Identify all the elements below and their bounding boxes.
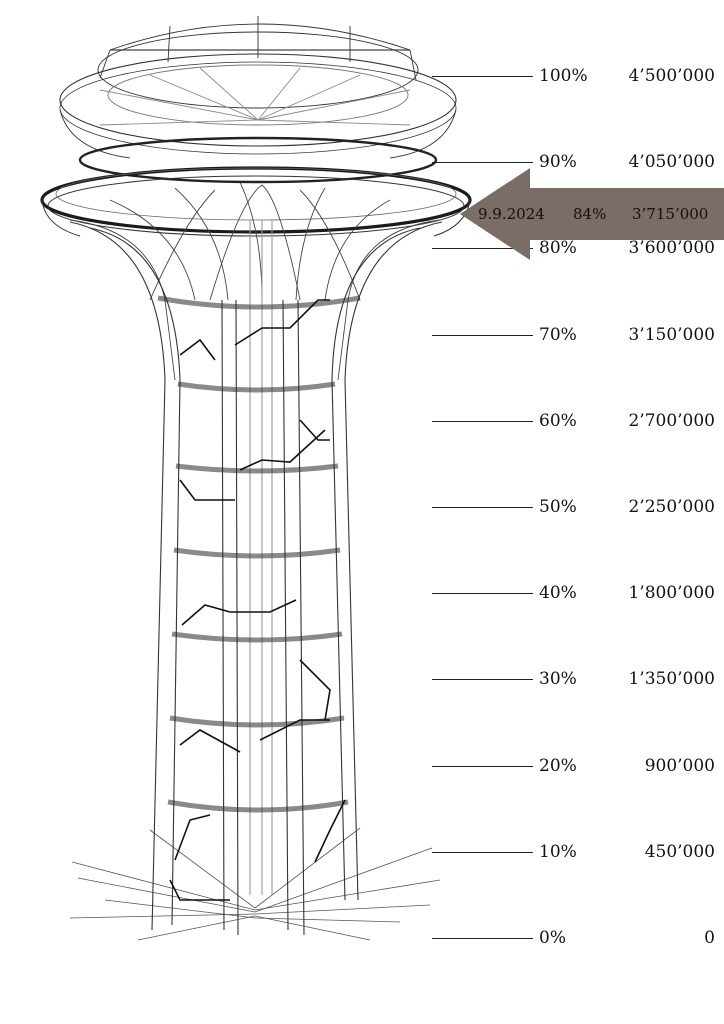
scale-row: 40% 1’800’000	[0, 581, 724, 605]
scale-percent: 70%	[539, 324, 577, 345]
scale-percent: 20%	[539, 755, 577, 776]
scale-row: 30% 1’350’000	[0, 667, 724, 691]
scale-percent: 60%	[539, 410, 577, 431]
scale-row: 70% 3’150’000	[0, 323, 724, 347]
scale-row: 90% 4’050’000	[0, 150, 724, 174]
scale-amount: 0	[704, 928, 715, 948]
scale-tick-line	[432, 248, 533, 250]
scale-row: 10% 450’000	[0, 840, 724, 864]
scale-tick-line	[432, 420, 533, 422]
scale-tick-line	[432, 938, 533, 939]
scale-row: 50% 2’250’000	[0, 495, 724, 519]
scale-percent: 90%	[539, 152, 577, 173]
scale-amount: 450’000	[644, 841, 715, 862]
scale-percent: 80%	[539, 238, 577, 259]
scale-row: 60% 2’700’000	[0, 409, 724, 433]
scale-amount: 4’500’000	[628, 66, 715, 86]
petal-arches	[69, 181, 441, 381]
scale-amount: 1’350’000	[628, 669, 715, 690]
scale-tick-line	[432, 334, 533, 336]
scale-tick-line	[432, 851, 533, 853]
scale-tick-line	[432, 507, 533, 508]
shaft-rings	[157, 295, 361, 813]
scale-percent: 50%	[539, 497, 577, 517]
scale-row: 20% 900’000	[0, 754, 724, 778]
current-amount: 3’715’000	[632, 205, 709, 223]
scale-amount: 3’600’000	[628, 238, 715, 259]
scale-tick-line	[432, 76, 533, 77]
scale-tick-line	[432, 765, 533, 767]
scale-amount: 2’700’000	[628, 410, 715, 431]
scale-amount: 2’250’000	[628, 497, 715, 517]
scale-amount: 4’050’000	[628, 152, 715, 173]
scale-amount: 3’150’000	[628, 324, 715, 345]
top-railing	[97, 16, 419, 109]
current-percent: 84%	[573, 205, 607, 223]
scale-tick-line	[432, 593, 533, 595]
upper-platform	[59, 53, 457, 184]
stairs	[169, 299, 346, 901]
scale-percent: 10%	[539, 841, 577, 862]
scale-percent: 0%	[539, 928, 566, 948]
scale-percent: 40%	[539, 583, 577, 604]
scale-row: 0% 0	[0, 926, 724, 950]
scale-percent: 100%	[539, 66, 588, 86]
scale-tick-line	[432, 679, 533, 681]
scale-percent: 30%	[539, 669, 577, 690]
arrow-shape	[460, 168, 724, 260]
scale-row: 80% 3’600’000	[0, 236, 724, 260]
scale-amount: 1’800’000	[628, 583, 715, 604]
scale-row: 100% 4’500’000	[0, 64, 724, 88]
scale-amount: 900’000	[644, 755, 715, 776]
scale-tick-line	[432, 162, 533, 164]
current-date: 9.9.2024	[478, 205, 545, 223]
